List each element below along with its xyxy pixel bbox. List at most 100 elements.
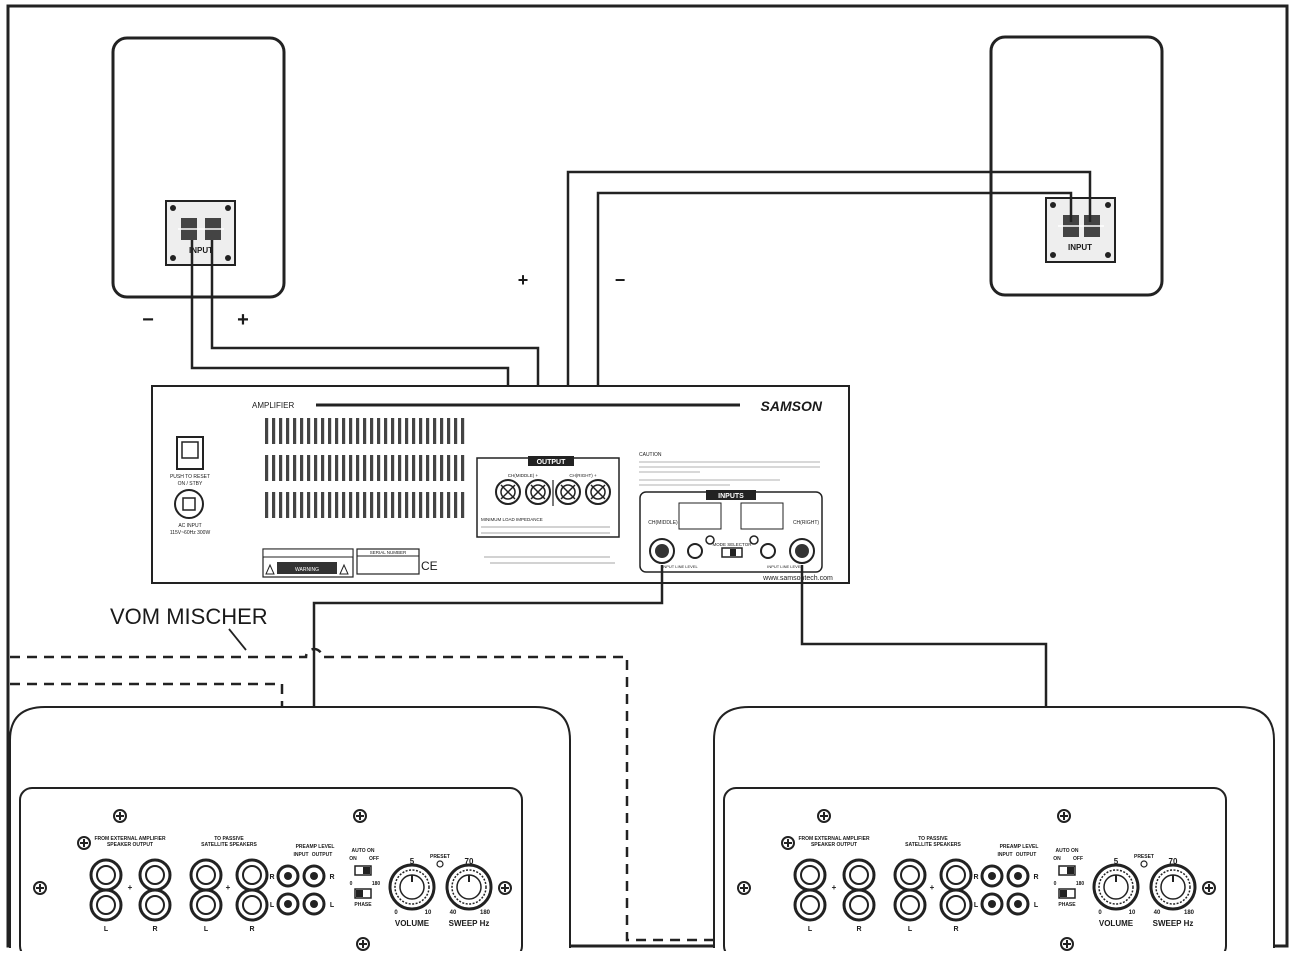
screw-icon — [356, 937, 370, 951]
vent-slot — [349, 418, 353, 444]
input-ch-left-label: CH(MIDDLE) — [648, 520, 678, 526]
vent-slot — [384, 455, 388, 481]
sweep-min-label: 40 — [450, 910, 457, 916]
preamp-input-label: INPUT — [998, 852, 1013, 858]
vent-slot — [321, 455, 325, 481]
rca-jack — [302, 892, 326, 916]
serial-label: SERIAL NUMBER — [370, 550, 407, 555]
vent-slot — [370, 418, 374, 444]
volume-max-label: 10 — [1129, 910, 1136, 916]
vent-slot — [440, 418, 444, 444]
vent-slot — [363, 455, 367, 481]
speaker-left-plus-label: + — [237, 309, 249, 331]
preset-led — [1140, 860, 1148, 868]
vent-slot — [419, 492, 423, 518]
vent-slot — [307, 418, 311, 444]
serial-number-box: SERIAL NUMBER — [356, 548, 420, 575]
volume-min-label: 0 — [1098, 910, 1102, 916]
inputs-block: INPUTS CH(MIDDLE) CH(RIGHT) MODE SELECTO… — [639, 490, 823, 573]
xlr-input-left — [649, 538, 675, 564]
output-ch-b-label: CH(RIGHT) + — [569, 473, 597, 478]
vent-slot — [363, 418, 367, 444]
vent-slot — [314, 492, 318, 518]
vent-slot — [433, 455, 437, 481]
vent-slot — [356, 455, 360, 481]
speaker-jack — [842, 888, 876, 922]
to-passive-label: TO PASSIVE — [214, 836, 244, 842]
vent-slot — [265, 492, 269, 518]
jack-channel-label: R — [152, 926, 157, 933]
vent-slot — [419, 455, 423, 481]
screw-icon — [781, 836, 795, 850]
warning-label: WARNING — [262, 548, 354, 578]
from-mixer-label: VOM MISCHER — [110, 604, 268, 629]
inputs-label: INPUTS — [718, 493, 744, 500]
rca-jack — [276, 864, 300, 888]
amplifier-panel: AMPLIFIER SAMSON PUSH TO RESET ON / STBY… — [151, 385, 850, 584]
phase-180-label: 180 — [372, 881, 381, 887]
sweep-mid-label: 70 — [465, 857, 474, 866]
samson-logo: SAMSON — [761, 398, 823, 414]
vent-slot — [370, 455, 374, 481]
speaker-left: INPUT − + — [111, 36, 286, 331]
speaker-jack — [893, 888, 927, 922]
speaker-jack — [939, 858, 973, 892]
auto-on-off-label: OFF — [369, 856, 379, 862]
vent-slot — [335, 418, 339, 444]
from-mixer-leader — [228, 628, 247, 651]
vent-slot — [286, 492, 290, 518]
vent-slot — [461, 418, 465, 444]
vent-slot — [342, 492, 346, 518]
screw-icon — [498, 881, 512, 895]
vent-slot — [391, 455, 395, 481]
wire-plus-label: + — [518, 270, 529, 290]
plus-sign-2: + — [930, 883, 935, 892]
vent-slot — [286, 418, 290, 444]
speaker-jack — [893, 858, 927, 892]
input-ch-right-label: CH(RIGHT) — [793, 520, 819, 526]
vent-slot — [433, 418, 437, 444]
vent-slot — [328, 418, 332, 444]
to-passive-sub-label: SATELLITE SPEAKERS — [201, 842, 257, 848]
jack-channel-label: R — [856, 926, 861, 933]
to-passive-label: TO PASSIVE — [918, 836, 948, 842]
mixer-cable-outer — [10, 647, 1072, 942]
plus-sign: + — [832, 883, 837, 892]
vent-slot — [321, 492, 325, 518]
output-label: OUTPUT — [537, 459, 567, 466]
preset-label: PRESET — [1134, 854, 1154, 860]
diagram-frame — [6, 4, 1289, 948]
vent-slot — [272, 455, 276, 481]
vent-slot — [440, 492, 444, 518]
speaker-jack — [235, 888, 269, 922]
preamp-input-label: INPUT — [294, 852, 309, 858]
vent-slot — [398, 455, 402, 481]
warning-text: WARNING — [295, 567, 319, 573]
rca-r-label-2: R — [329, 874, 334, 881]
vent-slot — [433, 492, 437, 518]
vent-slot — [426, 455, 430, 481]
phase-0-label: 0 — [350, 881, 353, 887]
vent-slot — [391, 418, 395, 444]
screw-icon — [113, 809, 127, 823]
vent-slot — [342, 455, 346, 481]
vent-slot — [335, 455, 339, 481]
vent-slot — [377, 455, 381, 481]
sweep-max-label: 180 — [1184, 910, 1195, 916]
vent-slot — [342, 418, 346, 444]
line-level-label-left: INPUT LINE LEVEL — [662, 564, 698, 569]
rca-r-label: R — [269, 874, 274, 881]
speaker-right-terminal: INPUT — [1045, 197, 1116, 263]
sweep-knob — [445, 863, 493, 911]
plus-sign-2: + — [226, 883, 231, 892]
from-amp-sub-label: SPEAKER OUTPUT — [811, 842, 857, 848]
rca-l-label-2: L — [330, 902, 335, 909]
speaker-left-minus-label: − — [142, 309, 154, 331]
vent-slot — [356, 492, 360, 518]
volume-label: VOLUME — [395, 919, 430, 928]
preamp-output-label: OUTPUT — [1016, 852, 1037, 858]
binding-post-4 — [585, 479, 611, 505]
phase-label: PHASE — [354, 902, 372, 908]
